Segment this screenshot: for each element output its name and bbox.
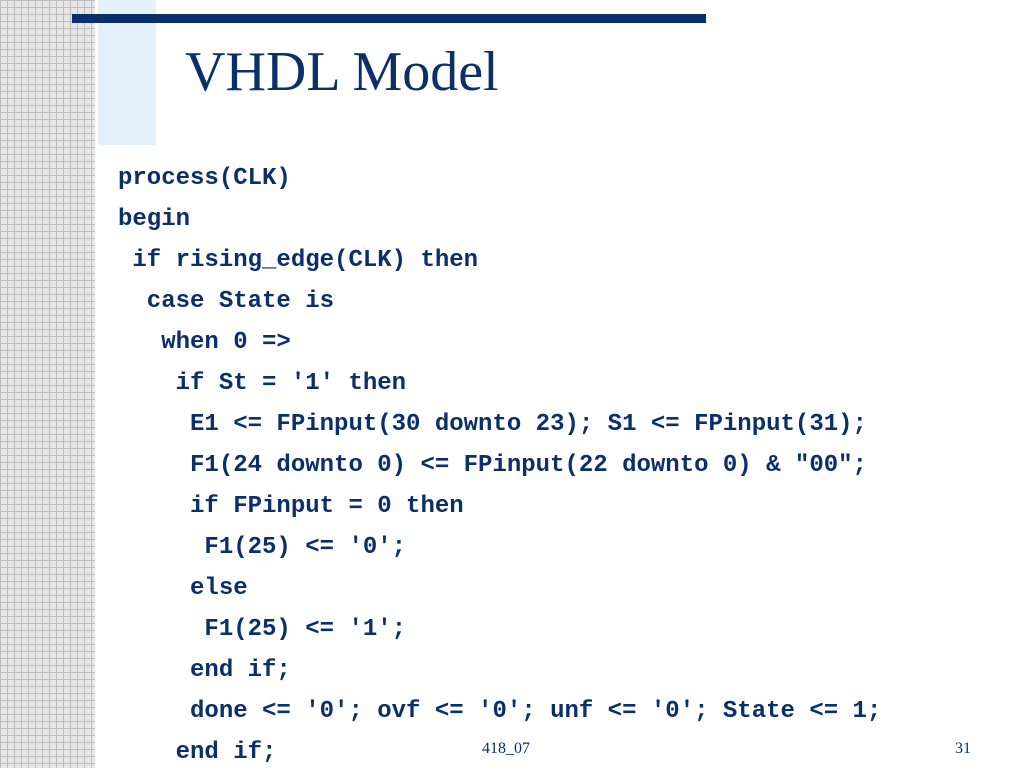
slide-title: VHDL Model — [185, 41, 499, 103]
code-line: else — [118, 575, 248, 602]
code-line: F1(25) <= '0'; — [118, 534, 407, 561]
code-line: when 0 => — [118, 329, 291, 356]
code-line: if St = '1' then — [118, 370, 407, 397]
title-accent-bar — [72, 14, 706, 23]
code-line: begin — [118, 206, 191, 233]
code-line: if FPinput = 0 then — [118, 493, 464, 520]
code-block: process(CLK) begin if rising_edge(CLK) t… — [118, 158, 1024, 773]
grid-pattern-strip — [0, 0, 95, 768]
code-line: end if; — [118, 739, 277, 766]
code-line: F1(24 downto 0) <= FPinput(22 downto 0) … — [118, 452, 867, 479]
footer-label: 418_07 — [482, 740, 530, 757]
code-line: F1(25) <= '1'; — [118, 616, 407, 643]
code-line: case State is — [118, 288, 335, 315]
slide-number: 31 — [955, 740, 971, 757]
code-line: end if; — [118, 657, 291, 684]
code-line: E1 <= FPinput(30 downto 23); S1 <= FPinp… — [118, 411, 867, 438]
code-line: if rising_edge(CLK) then — [118, 247, 479, 274]
light-blue-block — [98, 0, 156, 145]
code-line: done <= '0'; ovf <= '0'; unf <= '0'; Sta… — [118, 698, 882, 725]
code-line: process(CLK) — [118, 165, 291, 192]
